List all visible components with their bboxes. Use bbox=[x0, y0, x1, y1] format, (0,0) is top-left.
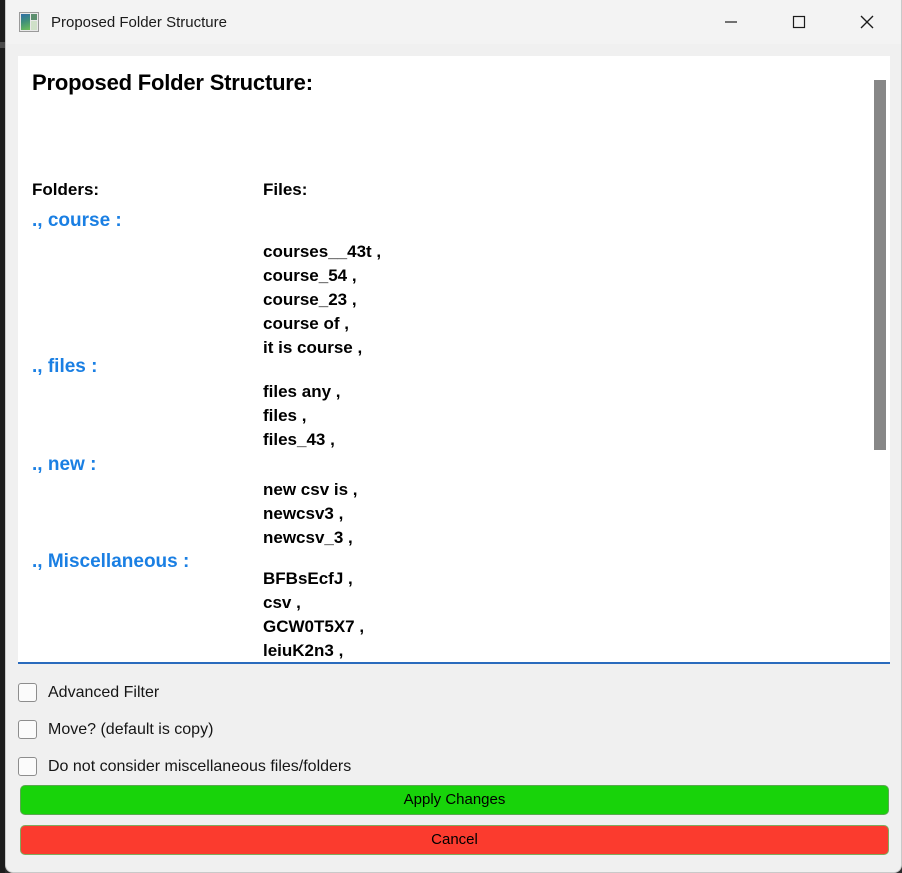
option-label: Do not consider miscellaneous files/fold… bbox=[48, 757, 352, 775]
minimize-icon[interactable] bbox=[697, 0, 765, 44]
folder-name: ., files : bbox=[32, 356, 98, 377]
folder-name: ., Miscellaneous : bbox=[32, 551, 190, 572]
column-header-row: Folders: Files: bbox=[32, 180, 870, 210]
file-item: GCW0T5X7 , bbox=[263, 617, 365, 636]
file-item: leiuK2n3 , bbox=[263, 641, 344, 660]
window-title: Proposed Folder Structure bbox=[51, 13, 227, 31]
file-item: course_23 , bbox=[263, 290, 357, 309]
folder-name: ., course : bbox=[32, 210, 122, 231]
option-row-move[interactable]: Move? (default is copy) bbox=[18, 711, 890, 748]
column-header-folders: Folders: bbox=[32, 180, 100, 199]
proposed-structure-content: Proposed Folder Structure: Folders: File… bbox=[18, 56, 870, 662]
proposed-structure-scroll-area[interactable]: Proposed Folder Structure: Folders: File… bbox=[18, 56, 890, 664]
vertical-scrollbar[interactable] bbox=[870, 56, 890, 662]
file-item: files_43 , bbox=[263, 430, 335, 449]
file-item: course of , bbox=[263, 314, 349, 333]
file-item: course_54 , bbox=[263, 266, 357, 285]
checkbox-move[interactable] bbox=[18, 720, 37, 739]
file-item: BFBsEcfJ , bbox=[263, 569, 353, 588]
checkbox-ignore-miscellaneous[interactable] bbox=[18, 757, 37, 776]
folder-group: ., new : new csv is , newcsv3 , newcsv_3… bbox=[32, 454, 870, 551]
option-row-advanced-filter[interactable]: Advanced Filter bbox=[18, 674, 890, 711]
action-buttons: Apply Changes Cancel bbox=[20, 785, 889, 855]
image-preview-icon bbox=[19, 12, 39, 32]
file-item: newcsv_3 , bbox=[263, 528, 353, 547]
file-list: BFBsEcfJ , csv , GCW0T5X7 , leiuK2n3 , bbox=[263, 551, 870, 662]
folder-group: ., course : courses__43t , course_54 , c… bbox=[32, 210, 870, 357]
folder-group: ., files : files any , files , files_43 … bbox=[32, 356, 870, 454]
file-item: csv , bbox=[263, 593, 301, 612]
close-icon[interactable] bbox=[833, 0, 901, 44]
options-group: Advanced Filter Move? (default is copy) … bbox=[18, 674, 890, 785]
file-list: new csv is , newcsv3 , newcsv_3 , bbox=[263, 454, 870, 550]
file-item: newcsv3 , bbox=[263, 504, 344, 523]
background-window-edge bbox=[0, 0, 5, 873]
folder-group: ., Miscellaneous : BFBsEcfJ , csv , GCW0… bbox=[32, 551, 870, 662]
option-label: Move? (default is copy) bbox=[48, 720, 214, 738]
file-item: courses__43t , bbox=[263, 242, 382, 261]
apply-changes-button[interactable]: Apply Changes bbox=[20, 785, 889, 815]
option-row-ignore-miscellaneous[interactable]: Do not consider miscellaneous files/fold… bbox=[18, 748, 890, 785]
folder-file-grid: Folders: Files: ., course : courses__43t… bbox=[32, 180, 870, 662]
file-item: it is course , bbox=[263, 338, 363, 357]
file-item: files any , bbox=[263, 382, 341, 401]
column-header-files: Files: bbox=[263, 180, 308, 199]
maximize-icon[interactable] bbox=[765, 0, 833, 44]
cancel-button[interactable]: Cancel bbox=[20, 825, 889, 855]
page-title: Proposed Folder Structure: bbox=[32, 70, 313, 95]
scrollbar-thumb[interactable] bbox=[874, 80, 886, 450]
file-item: files , bbox=[263, 406, 307, 425]
file-list: courses__43t , course_54 , course_23 , c… bbox=[263, 210, 870, 360]
title-bar: Proposed Folder Structure bbox=[6, 0, 901, 44]
option-label: Advanced Filter bbox=[48, 683, 160, 701]
window-controls bbox=[697, 0, 901, 44]
proposed-folder-structure-window: Proposed Folder Structure P bbox=[5, 0, 902, 873]
file-list: files any , files , files_43 , bbox=[263, 356, 870, 452]
background-window-edge-highlight bbox=[0, 42, 5, 48]
folder-name: ., new : bbox=[32, 454, 97, 475]
file-item: new csv is , bbox=[263, 480, 358, 499]
checkbox-advanced-filter[interactable] bbox=[18, 683, 37, 702]
